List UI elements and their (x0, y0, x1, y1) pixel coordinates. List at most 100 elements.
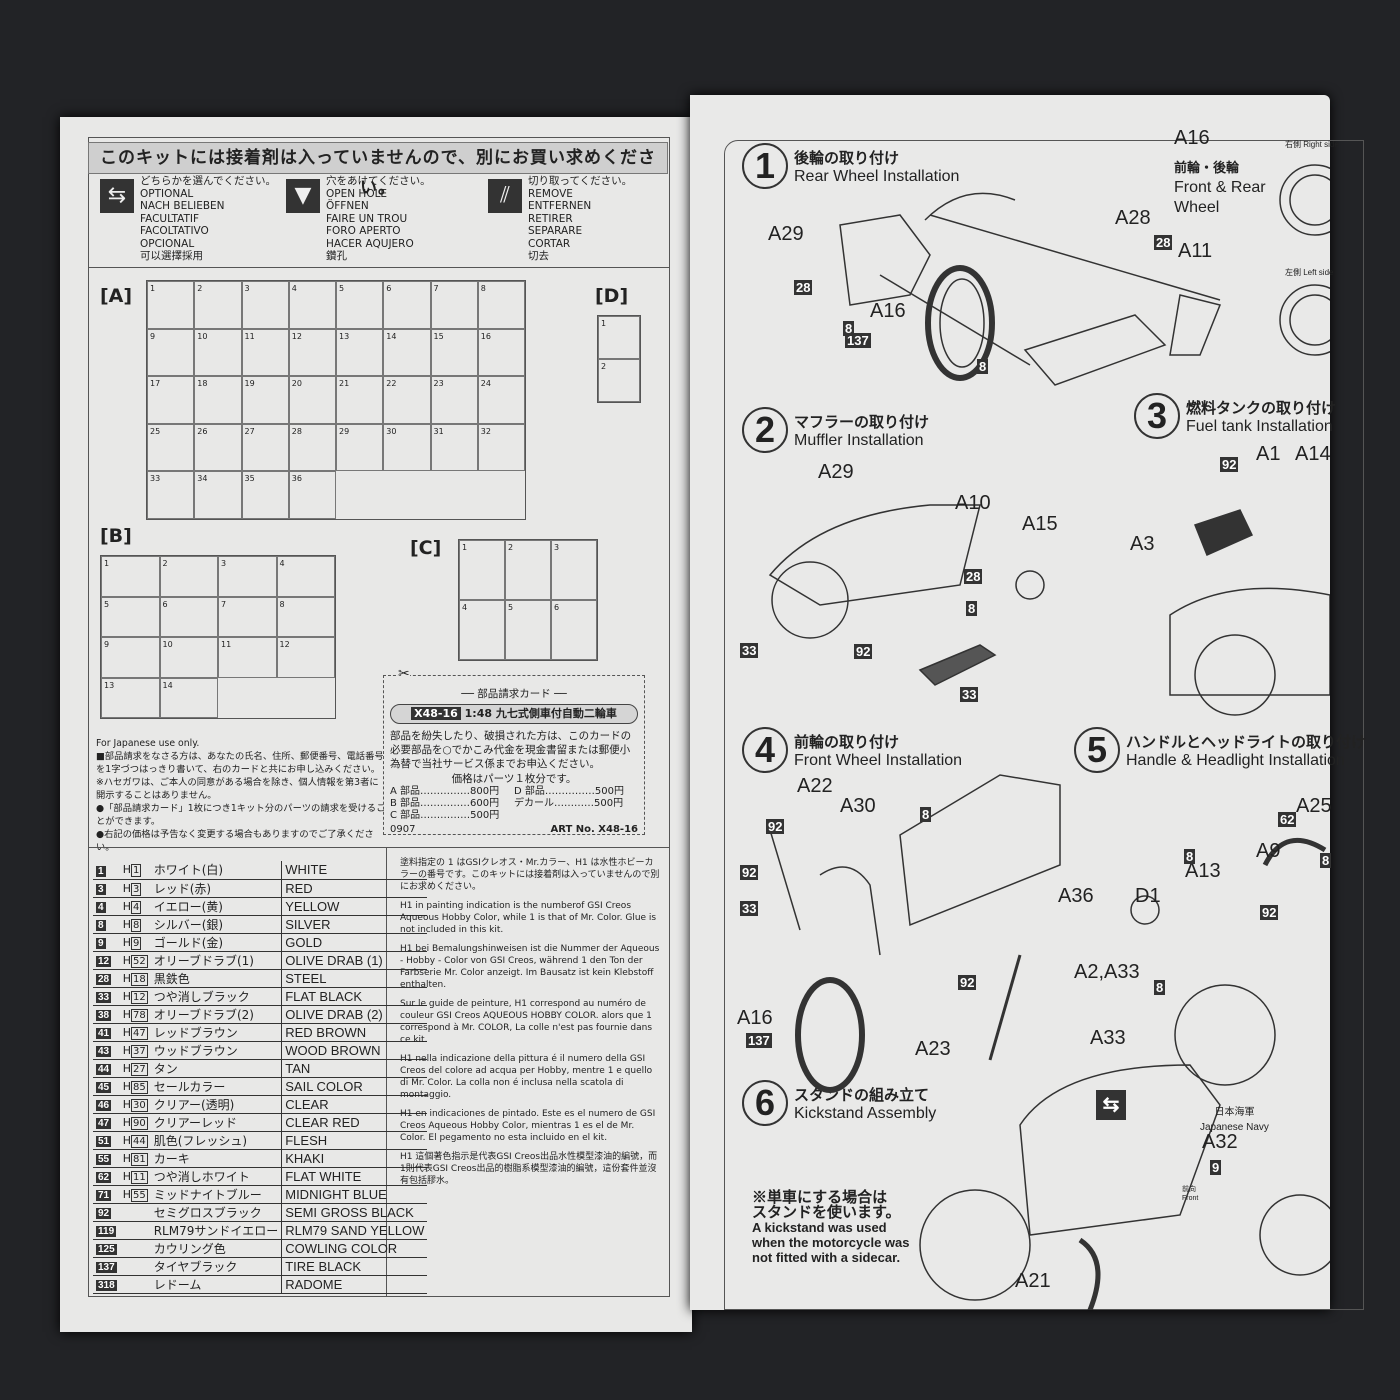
hobby-color-number: 11 (130, 1170, 148, 1184)
sprue-a-label: [A] (100, 285, 133, 307)
part-label: A3 (1130, 533, 1155, 555)
hobby-color-number: 3 (130, 882, 142, 896)
mr-color-number: 125 (96, 1244, 117, 1255)
mr-color-number: 43 (96, 1046, 112, 1057)
price: D 部品……………500円 (514, 786, 624, 797)
sprue-part: 22 (383, 376, 431, 424)
part-label: A16 (1174, 127, 1210, 149)
mr-color-number: 4 (96, 902, 106, 913)
part-label: A11 (1178, 240, 1213, 262)
color-name-jp: つや消しブラック (150, 987, 282, 1006)
step-number: 5 (1074, 727, 1120, 773)
color-name-jp: 黒鉄色 (150, 969, 282, 988)
part-label: A28 (1115, 207, 1151, 229)
color-tag: 137 (845, 333, 871, 348)
sprue-part: 15 (430, 328, 478, 377)
sprue-part: 2 (159, 556, 218, 597)
color-name-jp: ゴールド(金) (150, 933, 282, 952)
color-name-en: CLEAR RED (281, 1113, 428, 1132)
color-tag: 33 (740, 643, 759, 658)
page-border (724, 140, 1364, 1310)
sprue-part: 35 (241, 471, 289, 519)
kit-code: X48-16 (411, 707, 461, 720)
legend-text: OPCIONAL (140, 237, 195, 250)
step-number: 1 (742, 143, 788, 189)
sprue-part: 32 (477, 423, 525, 472)
wheel-jp: 前輪・後輪 (1174, 160, 1240, 175)
sprue-part: 34 (194, 471, 242, 519)
sprue-part: 6 (159, 596, 218, 637)
color-name-en: OLIVE DRAB (2) (281, 1005, 428, 1024)
mr-color-number: 33 (96, 992, 112, 1003)
sprue-part: 21 (336, 376, 384, 424)
sprue-part: 11 (241, 328, 289, 377)
price: B 部品……………600円 (390, 798, 500, 809)
part-label: A25 (1296, 795, 1332, 817)
scissors-icon: ✂ (398, 666, 410, 682)
price: C 部品……………500円 (390, 810, 500, 821)
mr-color-number: 12 (96, 956, 112, 967)
drill-icon: ▼ (286, 179, 320, 213)
mr-color-number: 41 (96, 1028, 112, 1039)
sprue-part: 2 (505, 540, 551, 600)
color-name-jp: オリーブドラブ(1) (150, 951, 282, 970)
legend-text: OPEN HOLE (326, 187, 388, 200)
mr-color-number: 51 (96, 1136, 112, 1147)
color-tag: 92 (1220, 457, 1239, 472)
hobby-color-number: 85 (130, 1080, 148, 1094)
mr-color-number: 38 (96, 1010, 112, 1021)
step-title-en: Kickstand Assembly (794, 1104, 937, 1122)
color-name-jp: カーキ (150, 1149, 282, 1168)
color-name-jp: クリアー(透明) (150, 1095, 282, 1114)
mr-color-number: 46 (96, 1100, 112, 1111)
sprue-part: 33 (147, 471, 195, 519)
paint-note: H1 bei Bemalungshinweisen ist die Nummer… (400, 944, 660, 990)
part-label: A23 (915, 1038, 951, 1060)
part-label: A22 (797, 775, 833, 797)
legend-text: ÖFFNEN (326, 200, 369, 212)
part-label: A2,A33 (1074, 961, 1140, 983)
color-name-en: SEMI GROSS BLACK (281, 1203, 428, 1222)
color-tag: 8 (920, 807, 932, 822)
sprue-part: 5 (101, 596, 160, 637)
paint-note: 塗料指定の 1 はGSIクレオス・Mr.カラー、H1 は水性ホビーカラーの番号で… (400, 858, 660, 892)
color-name-jp: つや消しホワイト (150, 1167, 282, 1186)
sprue-part: 12 (288, 328, 336, 377)
mr-color-number: 3 (96, 884, 106, 895)
front-en: Front (1182, 1195, 1199, 1202)
sprue-part: 31 (430, 423, 478, 472)
sprue-part: 10 (159, 637, 218, 678)
legend-text: 切り取ってください。 (528, 175, 633, 187)
color-tag: 8 (966, 601, 978, 616)
color-name-en: WOOD BROWN (281, 1041, 428, 1060)
wheel-icon (1279, 164, 1330, 356)
kit-title: X48-16 1:48 九七式側車付自動二輪車 (390, 704, 638, 724)
step-title-en: Front Wheel Installation (794, 751, 963, 769)
sprue-part: 5 (336, 281, 384, 329)
legend-text: HACER AQUJERO (326, 237, 414, 250)
color-name-en: STEEL (281, 969, 428, 988)
color-tag: 92 (740, 865, 759, 880)
mr-color-number: 55 (96, 1154, 112, 1165)
sprue-part: 3 (218, 556, 277, 597)
wheel-en-1: Front & Rear (1174, 179, 1266, 196)
optional-arrows-icon: ⇆ (100, 179, 134, 213)
assembly-drawings (768, 164, 1330, 1310)
sprue-part: 3 (551, 540, 597, 600)
